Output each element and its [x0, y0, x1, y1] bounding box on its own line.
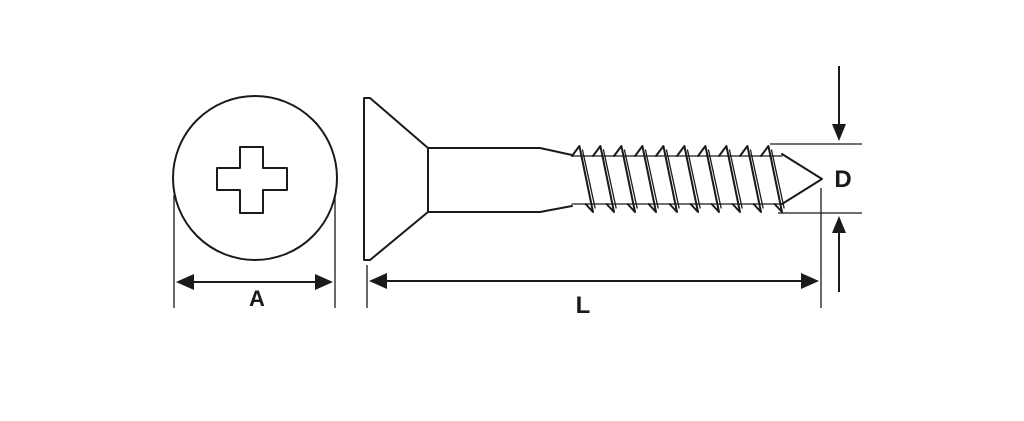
thread-shade [728, 149, 743, 209]
thread-shade [686, 149, 701, 209]
thread-shade [581, 149, 596, 209]
countersunk-head [363, 97, 429, 261]
thread-crest [592, 145, 615, 213]
arrow-right-icon [801, 273, 819, 289]
thread-shade [623, 149, 638, 209]
thread-crest [676, 145, 699, 213]
thread-crest [571, 145, 594, 213]
arrow-left-icon [176, 274, 194, 290]
screw-thread [571, 145, 785, 213]
label-d: D [834, 166, 851, 193]
thread-shade [644, 149, 659, 209]
thread-shade [770, 149, 785, 209]
arrow-right-icon [315, 274, 333, 290]
thread-crest [739, 145, 762, 213]
thread-crest [613, 145, 636, 213]
label-l: L [576, 292, 591, 319]
phillips-recess-icon [216, 146, 288, 214]
head-outline [172, 95, 338, 261]
thread-crest [634, 145, 657, 213]
screw-head-top-view [172, 95, 338, 261]
thread-shade [602, 149, 617, 209]
dimension-d: D [770, 66, 862, 292]
arrow-left-icon [369, 273, 387, 289]
screw-shank [427, 147, 573, 213]
thread-shade [665, 149, 680, 209]
thread-shade [707, 149, 722, 209]
screw-side-view [363, 97, 823, 261]
thread-crest [760, 145, 783, 213]
dimension-a: A [173, 195, 336, 311]
thread-crest [718, 145, 741, 213]
screw-tip [781, 153, 823, 205]
arrow-up-icon [832, 216, 846, 233]
label-a: A [249, 286, 265, 311]
thread-shade [749, 149, 764, 209]
arrow-down-icon [832, 124, 846, 141]
thread-crest [655, 145, 678, 213]
thread-crest [697, 145, 720, 213]
dimension-l: L [366, 188, 822, 319]
